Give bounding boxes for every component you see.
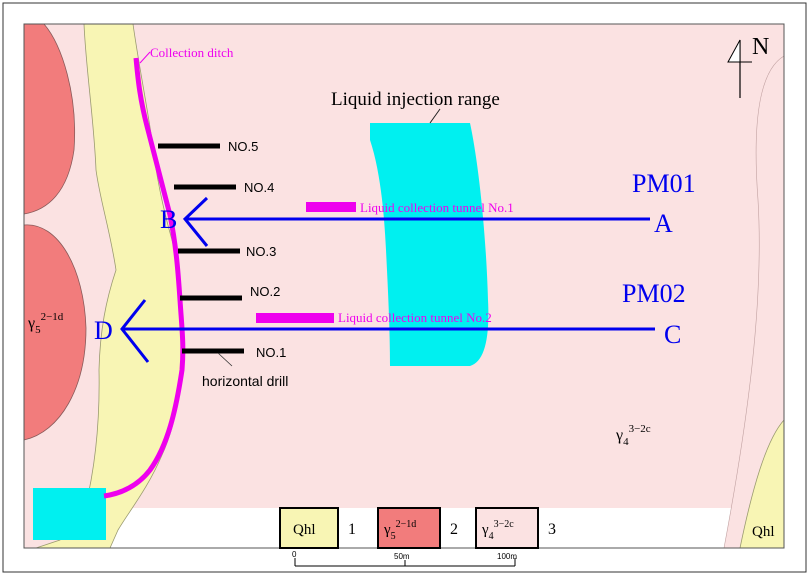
section-point-b: B <box>160 205 177 234</box>
qhl-alluvium-strip <box>35 23 184 549</box>
legend-label-1: Qhl <box>293 522 316 538</box>
drill-label-no4: NO.4 <box>244 180 274 195</box>
section-point-d: D <box>94 316 113 345</box>
drill-label-no5: NO.5 <box>228 139 258 154</box>
unit-label-left: γ52−1d <box>27 311 64 336</box>
scale-bar: 0 50m 100m <box>292 550 517 567</box>
legend-swatch-1 <box>279 507 339 549</box>
liquid-injection-area <box>370 123 489 366</box>
scale-tick-100m: 100m <box>497 552 517 561</box>
drill-label-no1: NO.1 <box>256 345 286 360</box>
ditch-leader-line <box>139 51 151 64</box>
granite-contact-right <box>723 55 785 549</box>
injection-leader-line <box>429 108 441 124</box>
legend-number-3: 3 <box>548 521 556 538</box>
horizontal-drill-label: horizontal drill <box>202 373 288 389</box>
legend-swatch-3 <box>475 507 539 549</box>
drill-label-no3: NO.3 <box>246 244 276 259</box>
collection-ditch-label: Collection ditch <box>150 45 234 60</box>
liquid-injection-range-label: Liquid injection range <box>331 89 500 110</box>
north-arrow-icon <box>727 39 752 98</box>
tunnel-2-label: Liquid collection tunnel No.2 <box>338 310 492 325</box>
qhl-corner-label: Qhl <box>752 524 775 540</box>
red-granite-west <box>23 224 87 441</box>
section-pm02-label: PM02 <box>622 279 686 308</box>
legend-label-3: γ43−2c <box>481 519 514 542</box>
section-point-a: A <box>654 209 673 238</box>
north-label: N <box>752 34 769 60</box>
drill-label-no2: NO.2 <box>250 284 280 299</box>
legend-swatch-2 <box>377 507 441 549</box>
collection-ditch <box>103 57 186 499</box>
legend-number-1: 1 <box>348 521 356 538</box>
unit-label-right: γ43−2c <box>615 423 651 448</box>
bottom-band <box>110 508 784 548</box>
section-point-c: C <box>664 320 681 349</box>
scale-tick-50m: 50m <box>394 552 410 561</box>
legend: Qhl 1 γ52−1d 2 γ43−2c 3 <box>279 507 556 549</box>
collection-tunnel-2 <box>256 313 334 323</box>
section-pm02-arrowhead <box>120 299 150 363</box>
tunnel-1-label: Liquid collection tunnel No.1 <box>360 200 514 215</box>
red-granite-north <box>23 23 75 215</box>
section-pm01-arrowhead <box>182 196 209 247</box>
collection-tunnel-1 <box>306 202 356 212</box>
legend-number-2: 2 <box>450 521 458 538</box>
section-pm01-label: PM01 <box>632 169 696 198</box>
legend-label-2: γ52−1d <box>383 519 416 542</box>
scale-tick-0: 0 <box>292 550 297 559</box>
drill-leader-line <box>217 352 233 367</box>
collection-pool <box>33 488 106 540</box>
